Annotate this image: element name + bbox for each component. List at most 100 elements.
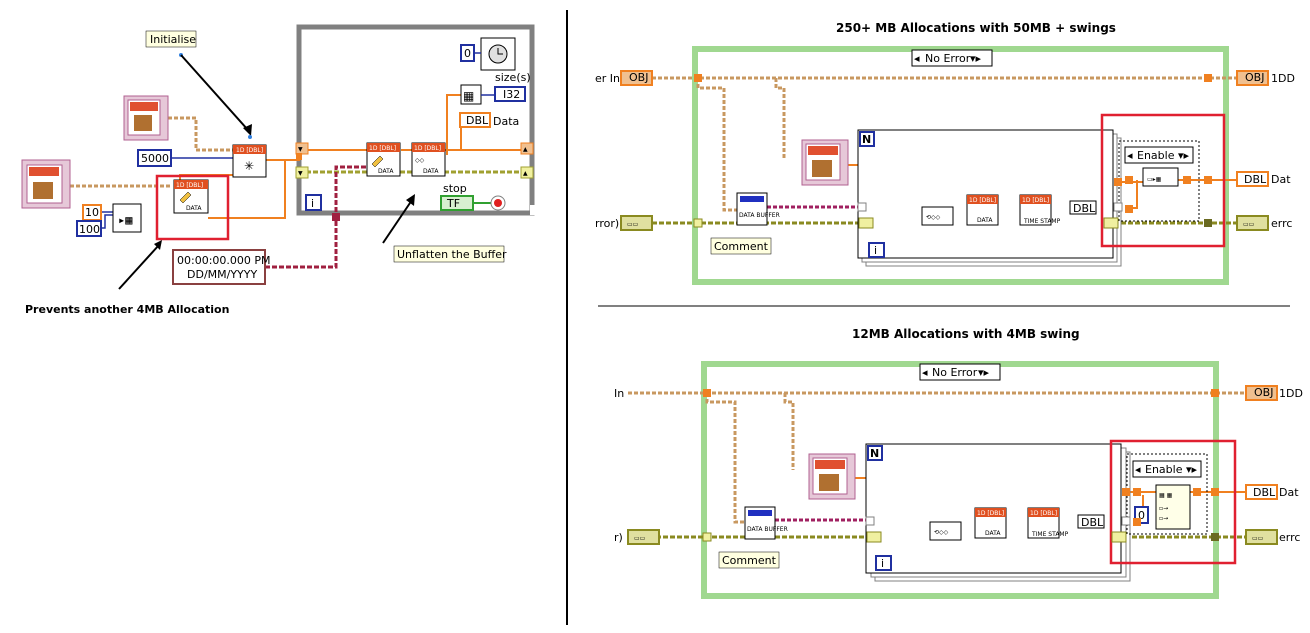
highlight-box-top bbox=[1100, 113, 1226, 248]
top-right-title: 250+ MB Allocations with 50MB + swings bbox=[836, 21, 1116, 35]
disable-structure-top: ◂ Enable ▾▸ ▭▸▦ bbox=[1118, 140, 1200, 222]
stop-control: TF bbox=[440, 195, 474, 211]
svg-text:▫→: ▫→ bbox=[1159, 515, 1168, 522]
svg-text:1D [DBL]: 1D [DBL] bbox=[969, 197, 996, 204]
dbl-indicator-bottom: DBL bbox=[1245, 484, 1278, 500]
error-indicator-bottom: ▭▭ bbox=[1245, 529, 1278, 545]
tunnels-bottom bbox=[702, 389, 1219, 543]
svg-text:Enable: Enable bbox=[1137, 149, 1175, 162]
size-label: size(s) bbox=[495, 71, 531, 84]
data-label: Data bbox=[493, 115, 519, 128]
svg-text:▾▸: ▾▸ bbox=[1178, 149, 1190, 162]
svg-text:⟲◇◇: ⟲◇◇ bbox=[934, 529, 949, 536]
svg-text:00:00:00.000 PM: 00:00:00.000 PM bbox=[177, 254, 271, 267]
svg-text:TIME STAMP: TIME STAMP bbox=[1023, 218, 1061, 225]
initialize-array-node: ▸▦ bbox=[112, 203, 142, 233]
data-buffer-node-bottom: DATA BUFFER bbox=[744, 506, 788, 540]
constant-10: 10 bbox=[82, 204, 102, 221]
dbl-node-top: DBL bbox=[1069, 200, 1097, 215]
constant-100: 100 bbox=[76, 220, 102, 237]
stop-label: stop bbox=[443, 182, 467, 195]
svg-text:DATA: DATA bbox=[423, 168, 439, 175]
svg-text:DATA BUFFER: DATA BUFFER bbox=[747, 526, 788, 533]
svg-text:▭▭: ▭▭ bbox=[1252, 535, 1263, 542]
svg-text:▾▸: ▾▸ bbox=[970, 52, 982, 65]
data-node-top: 1D [DBL] DATA bbox=[966, 194, 999, 226]
iteration-terminal: i bbox=[305, 194, 322, 211]
error-control-bottom: ▭▭ bbox=[627, 529, 660, 545]
svg-text:1D [DBL]: 1D [DBL] bbox=[977, 510, 1004, 517]
svg-text:Enable: Enable bbox=[1145, 463, 1183, 476]
unflatten-annotation: Unflatten the Buffer bbox=[382, 194, 507, 263]
svg-text:1D [DBL]: 1D [DBL] bbox=[236, 147, 263, 154]
error-control-top: ▭▭ bbox=[620, 215, 653, 231]
error-indicator-top: ▭▭ bbox=[1236, 215, 1269, 231]
svg-text:No Error: No Error bbox=[925, 52, 971, 65]
svg-text:▦ ▦: ▦ ▦ bbox=[1159, 492, 1173, 499]
svg-text:DATA: DATA bbox=[186, 205, 202, 212]
dbl-indicator-top: DBL bbox=[1236, 171, 1269, 187]
svg-text:DATA: DATA bbox=[378, 168, 394, 175]
svg-text:i: i bbox=[881, 557, 884, 570]
svg-text:0: 0 bbox=[464, 47, 471, 60]
dbl-indicator: DBL bbox=[459, 112, 491, 128]
obj-indicator-bottom: OBJ bbox=[1245, 385, 1278, 401]
svg-text:1D [DBL]: 1D [DBL] bbox=[369, 145, 396, 152]
reshape-node-bottom: ⟲◇◇ bbox=[929, 521, 962, 541]
svg-text:DBL: DBL bbox=[1073, 202, 1096, 215]
svg-text:◂: ◂ bbox=[922, 366, 928, 379]
case-selector-top[interactable]: ◂ No Error ▾▸ bbox=[911, 49, 993, 67]
data-node-bottom: 1D [DBL] DATA bbox=[974, 507, 1007, 539]
svg-text:◂: ◂ bbox=[1135, 463, 1141, 476]
svg-text:▾▸: ▾▸ bbox=[1186, 463, 1198, 476]
top-right-terminal-label-1: 1DD bbox=[1271, 72, 1295, 85]
svg-text:No Error: No Error bbox=[932, 366, 978, 379]
initialise-node: 1D [DBL] ✳ bbox=[232, 144, 267, 178]
comment-top: Comment bbox=[710, 237, 772, 255]
unflatten-node-1: 1D [DBL] DATA bbox=[366, 142, 401, 177]
highlight-box-bottom bbox=[1109, 439, 1237, 565]
svg-text:1D [DBL]: 1D [DBL] bbox=[414, 145, 441, 152]
svg-text:Comment: Comment bbox=[722, 554, 777, 567]
tunnels-top bbox=[693, 74, 1212, 229]
bottom-left-terminal-label-2: r) bbox=[614, 531, 623, 544]
initialise-annotation: Initialise bbox=[145, 30, 252, 139]
for-loop-top: N i bbox=[857, 129, 1122, 267]
top-left-terminal-label-1: er In bbox=[595, 72, 620, 85]
left-diagram: 1D [DBL] ✳ 1D [DBL] DATA ▸▦ 5000 10 1 bbox=[21, 24, 535, 316]
svg-text:DBL: DBL bbox=[1244, 173, 1267, 186]
timestamp-constant: 00:00:00.000 PM DD/MM/YYYY bbox=[172, 249, 271, 285]
top-left-terminal-label-2: rror) bbox=[595, 217, 619, 230]
svg-text:OBJ: OBJ bbox=[629, 71, 648, 84]
constant-5000: 5000 bbox=[137, 149, 172, 167]
svg-text:DBL: DBL bbox=[1081, 516, 1104, 529]
shift-registers: ▼ ▼ ▲ ▲ bbox=[295, 142, 534, 179]
svg-text:Prevents another 4MB Allocatio: Prevents another 4MB Allocation bbox=[25, 303, 229, 316]
class-constant-left-large bbox=[21, 159, 71, 209]
svg-text:1D [DBL]: 1D [DBL] bbox=[1022, 197, 1049, 204]
class-constant-bottom bbox=[808, 453, 856, 500]
svg-text:1D [DBL]: 1D [DBL] bbox=[1030, 510, 1057, 517]
svg-text:▸▦: ▸▦ bbox=[118, 213, 133, 227]
bottom-right-terminal-label-1: 1DD bbox=[1279, 387, 1303, 400]
svg-text:▾▸: ▾▸ bbox=[978, 366, 990, 379]
write-data-node: 1D [DBL] DATA bbox=[173, 179, 209, 214]
top-right-terminal-label-3: errc bbox=[1271, 217, 1292, 230]
highlight-box-left bbox=[155, 174, 230, 241]
obj-indicator-top: OBJ bbox=[1236, 70, 1269, 86]
svg-text:I32: I32 bbox=[503, 88, 520, 101]
case-selector-bottom[interactable]: ◂ No Error ▾▸ bbox=[919, 363, 1001, 381]
svg-text:0: 0 bbox=[1138, 509, 1145, 522]
svg-text:DD/MM/YYYY: DD/MM/YYYY bbox=[187, 268, 257, 281]
class-wires bbox=[70, 116, 233, 188]
top-right-diagram: 250+ MB Allocations with 50MB + swings ◂… bbox=[595, 21, 1295, 285]
svg-text:N: N bbox=[862, 133, 871, 146]
bottom-right-diagram: 12MB Allocations with 4MB swing ◂ No Err… bbox=[614, 327, 1303, 599]
svg-text:TIME STAMP: TIME STAMP bbox=[1031, 531, 1069, 538]
constant-0: 0 bbox=[460, 44, 475, 62]
svg-text:DATA: DATA bbox=[977, 217, 993, 224]
svg-text:DBL: DBL bbox=[466, 114, 489, 127]
data-buffer-node-top: DATA BUFFER bbox=[736, 192, 780, 226]
prevents-annotation: Prevents another 4MB Allocation bbox=[25, 240, 229, 316]
